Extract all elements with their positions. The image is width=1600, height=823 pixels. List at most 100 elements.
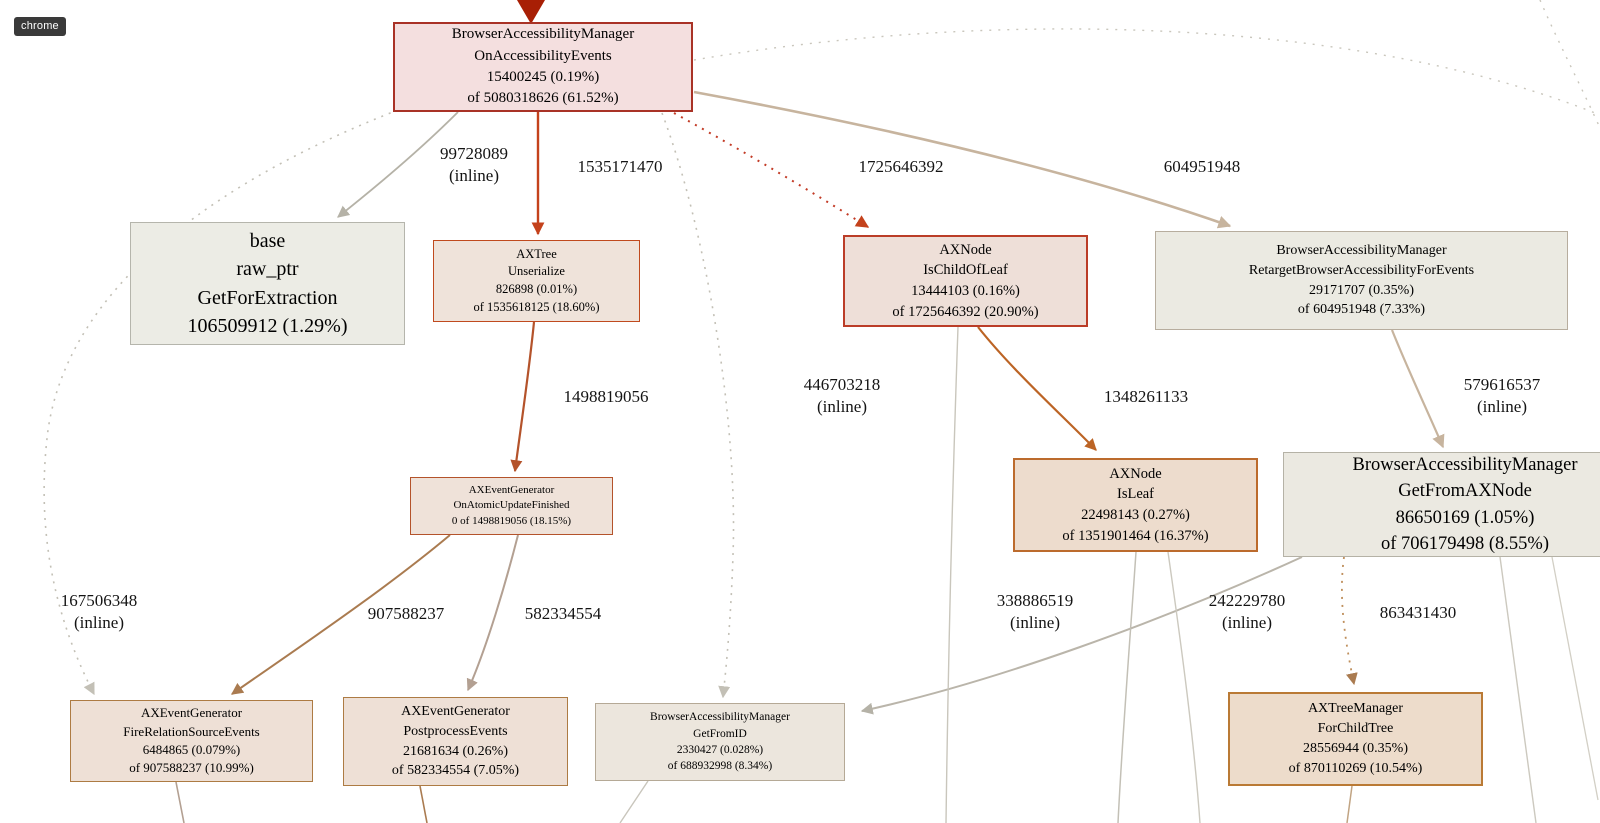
node-line: of 688932998 (8.34%) (667, 760, 773, 773)
edge-label-line: 579616537 (1463, 374, 1541, 394)
edge-label-isleaf: 1348261133 (1104, 386, 1188, 408)
edge-isleaf-down-b (1167, 551, 1201, 823)
node-isleaf[interactable]: AXNode IsLeaf 22498143 (0.27%) of 135190… (1013, 458, 1258, 552)
node-line: 86650169 (1.05%) (1395, 507, 1535, 528)
edge-isleaf-down-a (1117, 551, 1137, 823)
edge-label-firerelation: 907588237 (368, 603, 445, 625)
edge-label-isleaf-down-a: 338886519 (inline) (997, 590, 1074, 634)
node-line: raw_ptr (236, 258, 299, 281)
edge-ischildofleaf-down (945, 326, 959, 823)
edge-onatomic-postprocess (466, 534, 519, 692)
edge-root-retarget (693, 90, 1232, 229)
node-line: AXEventGenerator (140, 705, 243, 721)
node-line: 13444103 (0.16%) (911, 283, 1020, 299)
edge-root-ischildofleaf (673, 112, 870, 228)
edge-label-line: (inline) (448, 166, 500, 185)
node-line: Unserialize (508, 264, 565, 279)
node-line: 15400245 (0.19%) (486, 69, 600, 85)
node-line: 6484865 (0.079%) (142, 742, 241, 757)
edge-label-line: 242229780 (1208, 590, 1286, 610)
edge-label-retarget: 604951948 (1164, 156, 1241, 178)
node-line: of 706179498 (8.55%) (1380, 533, 1550, 554)
node-line: of 907588237 (10.99%) (129, 760, 254, 776)
edge-getfromaxnode-down-a (1499, 556, 1537, 823)
node-line: AXTreeManager (1307, 701, 1404, 717)
edge-firerelation-down (175, 781, 185, 823)
node-line: 22498143 (0.27%) (1081, 507, 1190, 523)
node-line: BrowserAccessibilityManager (650, 711, 790, 724)
edge-label-getforextraction: 99728089 (inline) (440, 143, 508, 187)
node-line: of 582334554 (7.05%) (391, 763, 520, 779)
edge-label-line: (inline) (1476, 397, 1528, 416)
edge-root-firerelation-inline (43, 109, 399, 696)
edge-label-line: 1725646392 (858, 156, 944, 176)
node-getforextraction[interactable]: base raw_ptr GetForExtraction 106509912 … (130, 222, 405, 345)
node-line: BrowserAccessibilityManager (1352, 454, 1578, 475)
edge-label-line: 863431430 (1379, 602, 1457, 622)
edge-label-line: 167506348 (60, 590, 138, 610)
edge-label-line: 446703218 (803, 374, 881, 394)
edge-label-line: 907588237 (367, 603, 445, 623)
node-forchildtree[interactable]: AXTreeManager ForChildTree 28556944 (0.3… (1228, 692, 1483, 786)
node-postprocessevents[interactable]: AXEventGenerator PostprocessEvents 21681… (343, 697, 568, 786)
edge-label-ischildofleaf: 1725646392 (859, 156, 944, 178)
edge-label-line: (inline) (73, 613, 125, 632)
node-getfromaxnode[interactable]: BrowserAccessibilityManager GetFromAXNod… (1283, 452, 1600, 557)
node-getfromid[interactable]: BrowserAccessibilityManager GetFromID 23… (595, 703, 845, 781)
profile-binary-badge: chrome (14, 17, 66, 36)
edge-forchildtree-down (1346, 785, 1353, 823)
node-line: 28556944 (0.35%) (1303, 741, 1408, 756)
node-onaccessibilityevents[interactable]: BrowserAccessibilityManager OnAccessibil… (393, 22, 693, 112)
node-line: of 1535618125 (18.60%) (473, 299, 600, 314)
edge-postprocess-down (419, 785, 428, 823)
incoming-edge-arrow (517, 0, 545, 24)
node-line: of 1351901464 (16.37%) (1062, 527, 1209, 544)
edge-label-getfromaxnode-inline: 579616537 (inline) (1464, 374, 1541, 418)
edge-label-postprocess: 582334554 (525, 603, 602, 625)
edge-label-line: 1498819056 (563, 386, 649, 406)
edge-root-getforextraction (337, 111, 459, 218)
node-onatomicupdatefinished[interactable]: AXEventGenerator OnAtomicUpdateFinished … (410, 477, 613, 535)
node-line: 0 of 1498819056 (18.15%) (451, 514, 572, 527)
node-line: AXEventGenerator (401, 703, 510, 719)
node-line: 826898 (0.01%) (495, 282, 578, 296)
node-line: GetFromID (693, 727, 747, 740)
node-line: AXNode (939, 241, 992, 258)
edge-label-line: 582334554 (524, 603, 602, 623)
node-line: BrowserAccessibilityManager (1276, 242, 1447, 258)
edge-label-unserialize: 1535171470 (578, 156, 663, 178)
node-line: 21681634 (0.26%) (403, 743, 508, 759)
node-line: GetFromAXNode (1398, 481, 1532, 502)
edge-to-forchildtree (1341, 556, 1358, 686)
node-line: PostprocessEvents (403, 723, 508, 739)
node-line: AXTree (516, 246, 557, 261)
node-ischildofleaf[interactable]: AXNode IsChildOfLeaf 13444103 (0.16%) of… (843, 235, 1088, 327)
node-line: of 5080318626 (61.52%) (467, 90, 619, 107)
edge-label-isleaf-down-b: 242229780 (inline) (1209, 590, 1286, 634)
node-firerelationsourceevents[interactable]: AXEventGenerator FireRelationSourceEvent… (70, 700, 313, 782)
edge-label-line: 1348261133 (1103, 386, 1189, 406)
edge-label-line: 338886519 (996, 590, 1074, 610)
node-line: OnAccessibilityEvents (474, 47, 612, 64)
edge-label-onatomicupdatefinished: 1498819056 (564, 386, 649, 408)
edge-retarget-getfromaxnode (1390, 329, 1445, 449)
node-line: 2330427 (0.028%) (676, 744, 764, 756)
edge-label-line: (inline) (816, 397, 868, 416)
node-line: BrowserAccessibilityManager (451, 26, 635, 43)
edge-label-line: (inline) (1009, 613, 1061, 632)
node-line: AXEventGenerator (468, 483, 555, 496)
node-line: IsChildOfLeaf (923, 262, 1008, 279)
edge-label-line: 99728089 (440, 143, 508, 163)
node-line: 29171707 (0.35%) (1309, 282, 1414, 298)
node-line: OnAtomicUpdateFinished (453, 499, 570, 512)
edge-label-getfromid-inline: 446703218 (inline) (804, 374, 881, 418)
node-line: IsLeaf (1116, 486, 1155, 503)
edge-label-line: 604951948 (1163, 156, 1241, 176)
node-retargetbrowseraccessibilityforevents[interactable]: BrowserAccessibilityManager RetargetBrow… (1155, 231, 1568, 330)
edge-root-getfromid-inline (661, 112, 735, 699)
node-line: FireRelationSourceEvents (123, 723, 260, 739)
node-axtree-unserialize[interactable]: AXTree Unserialize 826898 (0.01%) of 153… (433, 240, 640, 322)
node-line: of 870110269 (10.54%) (1288, 760, 1423, 776)
